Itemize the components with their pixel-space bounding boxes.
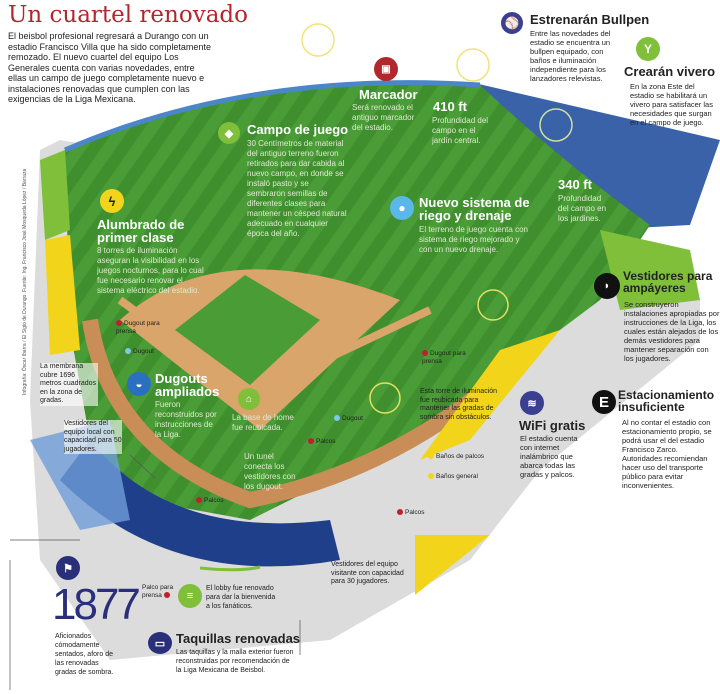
bullpen-text: Entre las novedades del estadio se encue… (530, 29, 611, 83)
left-stands-green (40, 150, 70, 240)
wifi-icon: ≋ (520, 391, 544, 415)
marcador-text: Será renovado el antiguo marcador del es… (352, 103, 415, 132)
left-stands-yellow (45, 235, 80, 355)
pennant-icon: ⚑ (56, 556, 80, 580)
intro-text: El beisbol profesional regresará a Duran… (8, 31, 211, 104)
tunel-text: Un tunel conecta los vestidores con los … (244, 452, 296, 491)
aforo-text: Aficionados cómodamente sentados, aforo … (55, 633, 114, 676)
diamond-icon: ◆ (218, 122, 240, 144)
base-paths (117, 296, 432, 399)
label-text: Dugout (133, 348, 154, 355)
helmet-icon: ◒ (127, 372, 151, 396)
riego-title: Nuevo sistema de riego y drenaje (419, 195, 530, 223)
torre-text: Esta torre de iluminación fue reubicada … (420, 388, 498, 421)
taquillas-text: Las taquillas y la malla exterior fueron… (176, 649, 294, 674)
ampayeres-title: Vestidores para ampáyeres (623, 269, 713, 295)
label-dugout-prensa-2: Dugout para prensa (422, 350, 470, 366)
alumbrado-text: 8 torres de iluminación aseguran la visi… (97, 246, 204, 295)
scoreboard-icon: ▣ (374, 57, 398, 81)
home-plate-icon: ⌂ (238, 388, 260, 410)
taquillas-title: Taquillas renovadas (176, 631, 301, 646)
ticket-stub-icon: ≡ (178, 584, 202, 608)
home-text: La base de home fue reubicada. (232, 413, 294, 432)
lightning-icon: ϟ (100, 189, 124, 213)
wifi-title: WiFi gratis (519, 418, 586, 433)
water-drop-icon: ● (390, 196, 414, 220)
label-text: Dugout (342, 415, 363, 422)
bullpen-title: Estrenarán Bullpen (530, 12, 650, 27)
label-palcos-1: Palcos (308, 437, 336, 447)
yellow-triangle (415, 535, 490, 595)
infield-grass (175, 275, 320, 385)
label-text: Palcos (204, 497, 224, 504)
baseball-icon: ⚾ (501, 12, 523, 34)
whistle-icon: ◗ (594, 273, 620, 299)
label-text: Dugout para prensa (422, 350, 466, 365)
ampayeres-text: Se construyeron instalaciones apropiadas… (624, 300, 720, 363)
f410-title: 410 ft (433, 99, 467, 114)
label-text: Dugout para prensa (116, 320, 160, 335)
label-palcos-2: Palcos (397, 508, 425, 518)
alumbrado-title: Alumbrado de primer clase (97, 217, 185, 245)
parking-e-icon: E (592, 390, 616, 414)
f340-title: 340 ft (558, 177, 592, 192)
label-palco-prensa: Palco para prensa (142, 584, 174, 600)
right-stands-yellow (420, 330, 560, 460)
local-text: Vestidores del equipo local con capacida… (64, 420, 122, 454)
light-tower-marker (539, 108, 573, 142)
vivero-title: Crearán vivero (624, 64, 716, 79)
lobby-text: El lobby fue renovado para dar la bienve… (206, 585, 276, 610)
light-tower-marker (301, 23, 335, 57)
lobby-stripe (199, 565, 261, 572)
credit-line: Infografía: Óscar Ibarra / El Siglo de D… (22, 168, 28, 395)
f410-text: Profundidad del campo en el jardín centr… (432, 116, 489, 145)
dugouts-text: Fueron reconstruidos por instrucciones d… (155, 400, 217, 439)
page-title: Un cuartel renovado (8, 2, 248, 28)
label-text: Baños general (436, 473, 478, 480)
marcador-title: Marcador (359, 87, 418, 102)
plant-icon: Y (636, 37, 660, 61)
label-dugout-prensa-1: Dugout para prensa (116, 320, 164, 336)
label-banos-palcos: Baños de palcos (428, 452, 484, 462)
dugouts-title: Dugouts ampliados (155, 371, 220, 399)
campo-text: 30 Centímetros de material del antiguo t… (247, 139, 347, 238)
label-palcos-3: Palcos (196, 496, 224, 506)
label-text: Palcos (316, 438, 336, 445)
label-banos-general: Baños general (428, 472, 478, 482)
label-dugout-2: Dugout (334, 414, 363, 424)
right-stands-green (600, 230, 700, 310)
aforo-number: 1877 (52, 580, 141, 629)
wifi-text: El estadio cuenta con internet inalámbri… (520, 434, 578, 479)
estacionamiento-text: Al no contar el estadio con estacionamie… (622, 418, 712, 490)
light-tower-marker (477, 289, 509, 321)
light-tower-marker (456, 48, 490, 82)
estacionamiento-title: Estacionamiento insuficiente (618, 388, 715, 414)
light-tower-marker (369, 382, 401, 414)
riego-text: El terreno de juego cuenta con sistema d… (419, 225, 528, 254)
vivero-text: En la zona Este del estadio se habilitar… (630, 82, 713, 127)
campo-title: Campo de juego (247, 122, 349, 137)
membrana-text: La membrana cubre 1696 metros cuadrados … (40, 363, 98, 406)
ticket-icon: ▭ (148, 632, 172, 654)
label-text: Baños de palcos (436, 453, 485, 460)
label-text: Palcos (405, 509, 425, 516)
bullpen-area (470, 82, 720, 230)
shade-stands (60, 440, 340, 567)
visitante-text: Vestidores del equipo visitante con capa… (331, 561, 404, 585)
label-dugout-1: Dugout (125, 347, 154, 357)
f340-text: Profundidad del campo en los jardines. (558, 194, 607, 223)
label-text: Palco para prensa (142, 584, 174, 599)
foul-track (82, 318, 526, 509)
leader-lines (9, 454, 301, 690)
warning-track (64, 80, 481, 153)
